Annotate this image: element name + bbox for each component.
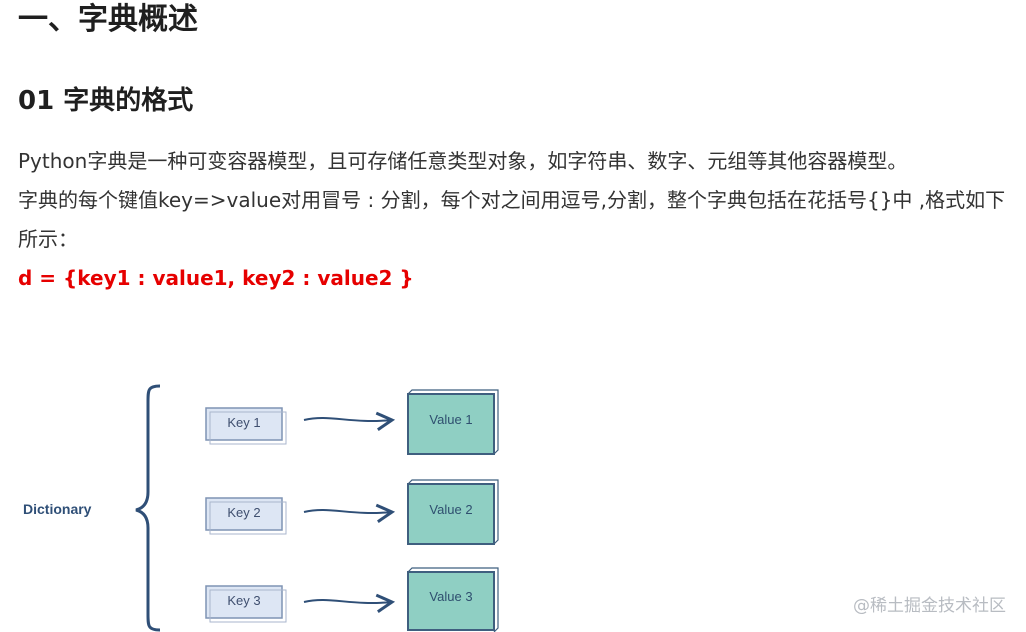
value-box-1 [407, 393, 495, 455]
value-box-3-edge [407, 567, 499, 632]
value-label-1: Value 1 [429, 412, 472, 427]
dictionary-diagram: Dictionary Key 1 Value 1 Key 2 [0, 370, 560, 632]
heading-dictionary-format: 01 字典的格式 [18, 86, 194, 116]
value-box-1-edge [407, 389, 499, 455]
dictionary-diagram-svg: Dictionary Key 1 Value 1 Key 2 [23, 384, 499, 632]
arrow-icon-2 [303, 503, 396, 523]
pair-3: Key 3 Value 3 [205, 567, 499, 632]
brace-icon [135, 384, 161, 632]
value-box-2-edge [407, 479, 499, 545]
code-example: d = {key1 : value1, key2 : value2 } [18, 266, 414, 290]
value-box-3 [407, 571, 495, 631]
dictionary-label: Dictionary [23, 501, 92, 517]
watermark-text: @稀土掘金技术社区 [853, 596, 1006, 616]
intro-line-1: Python字典是一种可变容器模型，且可存储任意类型对象，如字符串、数字、元组等… [18, 149, 908, 173]
pair-2: Key 2 Value 2 [205, 479, 499, 545]
key-box-1 [205, 407, 283, 441]
intro-paragraph: Python字典是一种可变容器模型，且可存储任意类型对象，如字符串、数字、元组等… [18, 142, 1013, 298]
key-label-1: Key 1 [227, 415, 260, 430]
value-label-3: Value 3 [429, 589, 472, 604]
key-label-3: Key 3 [227, 593, 260, 608]
value-label-2: Value 2 [429, 502, 472, 517]
key-label-2: Key 2 [227, 505, 260, 520]
key-box-2 [205, 497, 283, 531]
value-box-2 [407, 483, 495, 545]
arrow-icon-1 [303, 411, 396, 431]
arrow-icon-3 [303, 593, 396, 613]
key-box-2-shadow [209, 501, 287, 535]
intro-line-2: 字典的每个键值key=>value对用冒号 : 分割，每个对之间用逗号,分割，整… [18, 188, 1006, 251]
key-box-3-shadow [209, 589, 287, 623]
key-box-3 [205, 585, 283, 619]
pair-1: Key 1 Value 1 [205, 389, 499, 455]
heading-dictionary-overview: 一、字典概述 [18, 2, 198, 37]
key-box-1-shadow [209, 411, 287, 445]
